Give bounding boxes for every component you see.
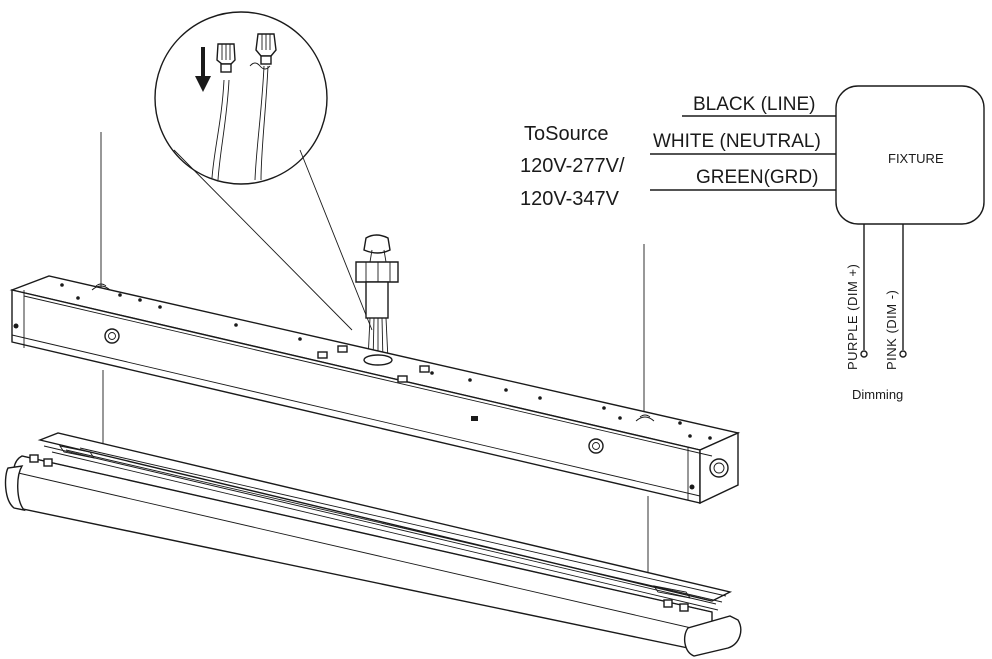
source-voltage-1: 120V-277V/ bbox=[520, 155, 625, 177]
wire-nut-icon bbox=[249, 33, 277, 70]
wire-connection-detail bbox=[154, 11, 373, 331]
fixture-label: FIXTURE bbox=[888, 151, 944, 166]
source-label: ToSource bbox=[524, 123, 609, 145]
purple-wire-label: PURPLE (DIM +) bbox=[845, 264, 860, 370]
knockout-icon bbox=[709, 458, 729, 478]
down-arrow-icon bbox=[195, 47, 211, 92]
source-voltage-2: 120V-347V bbox=[520, 188, 620, 210]
dimming-label: Dimming bbox=[852, 387, 903, 402]
pink-wire-label: PINK (DIM -) bbox=[884, 290, 899, 370]
wiring-schematic: ToSource 120V-277V/ 120V-347V BLACK (LIN… bbox=[520, 85, 985, 402]
fixture-housing bbox=[4, 432, 742, 657]
wire-nut-icon bbox=[216, 43, 236, 73]
black-wire-label: BLACK (LINE) bbox=[693, 94, 815, 115]
green-wire-label: GREEN(GRD) bbox=[696, 167, 818, 188]
cable-gland-icon bbox=[355, 234, 399, 363]
driver-channel bbox=[9, 275, 741, 505]
white-wire-label: WHITE (NEUTRAL) bbox=[653, 131, 821, 152]
fixture-box bbox=[835, 85, 985, 225]
